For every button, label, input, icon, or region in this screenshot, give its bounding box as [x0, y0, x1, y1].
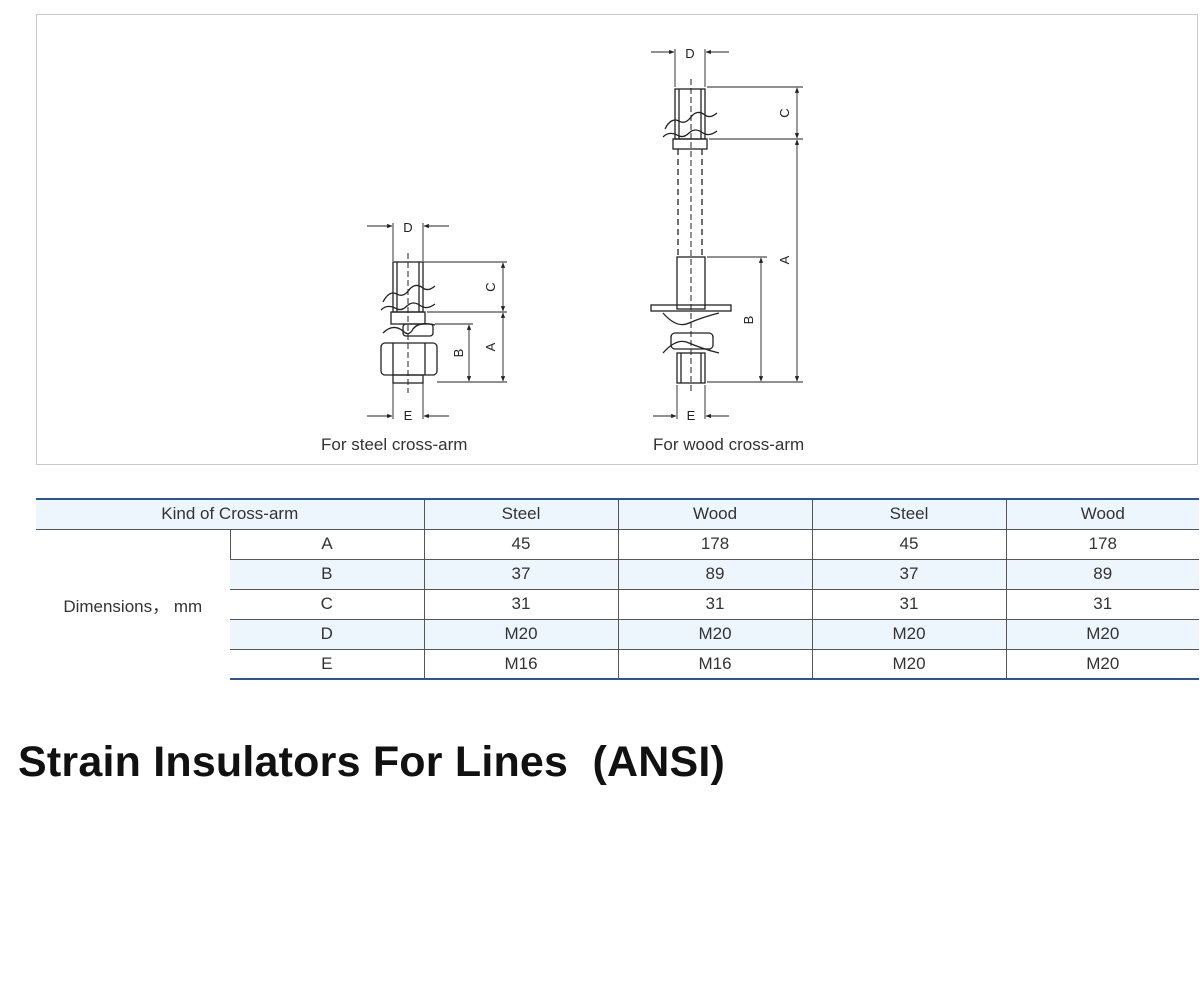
steel-label-a: A [483, 342, 498, 351]
steel-label-b: B [451, 349, 466, 358]
wood-label-c: C [777, 108, 792, 117]
row-key: E [230, 648, 425, 680]
column-header: Steel [811, 498, 1007, 529]
table-row: D M20 M20 M20 M20 [36, 618, 1200, 649]
table-cell: M20 [811, 618, 1007, 649]
table-cell: 178 [617, 528, 813, 559]
table-header-row: Kind of Cross-arm Steel Wood Steel Wood [36, 498, 1200, 529]
wood-label-d: D [685, 46, 694, 61]
column-header: Steel [423, 498, 619, 529]
steel-caption: For steel cross-arm [321, 435, 468, 454]
table-cell: 31 [423, 588, 619, 619]
dimensions-group-label: Dimensions， mm [36, 528, 230, 679]
table-cell: 37 [423, 558, 619, 589]
steel-dimension-labels: D E C A B [403, 220, 498, 423]
table-row: Dimensions， mm A 45 178 45 178 [36, 528, 1200, 679]
table-cell: M20 [423, 618, 619, 649]
table-cell: M20 [811, 648, 1007, 680]
table-row: C 31 31 31 31 [36, 588, 1200, 619]
column-header: Wood [617, 498, 813, 529]
technical-drawing: D E C A B [367, 46, 803, 423]
wood-pin-drawing [650, 79, 732, 393]
wood-dimension-labels: D E C A B [685, 46, 792, 423]
drawing-panel: D E C A B [36, 14, 1198, 465]
table-cell: M16 [423, 648, 619, 680]
wood-caption: For wood cross-arm [653, 435, 805, 454]
steel-dimension-lines [367, 223, 507, 419]
dimensions-table: Kind of Cross-arm Steel Wood Steel Wood … [36, 498, 1200, 680]
table-row: B 37 89 37 89 [36, 558, 1200, 589]
table-cell: 31 [811, 588, 1007, 619]
table-cell: 45 [423, 528, 619, 559]
table-cell: M20 [1005, 648, 1200, 680]
column-header: Wood [1005, 498, 1200, 529]
table-cell: M20 [617, 618, 813, 649]
row-key: D [230, 618, 425, 649]
steel-label-d: D [403, 220, 412, 235]
table-cell: M16 [617, 648, 813, 680]
wood-label-b: B [741, 316, 756, 325]
wood-dimension-lines [651, 49, 803, 419]
steel-label-e: E [404, 408, 413, 423]
steel-pin-drawing [380, 253, 438, 393]
table-cell: M20 [1005, 618, 1200, 649]
table-cell: 178 [1005, 528, 1200, 559]
table-cell: 89 [1005, 558, 1200, 589]
row-key: B [230, 558, 425, 589]
table-cell: 45 [811, 528, 1007, 559]
table-cell: 89 [617, 558, 813, 589]
section-title: Strain Insulators For Lines (ANSI) [18, 738, 726, 786]
table-row: E M16 M16 M20 M20 [36, 648, 1200, 680]
row-key: C [230, 588, 425, 619]
row-key: A [229, 528, 425, 559]
table-cell: 31 [1005, 588, 1200, 619]
table-cell: 37 [811, 558, 1007, 589]
steel-label-c: C [483, 282, 498, 291]
wood-label-a: A [777, 255, 792, 264]
kind-of-cross-arm-header: Kind of Cross-arm [36, 498, 425, 529]
table-cell: 31 [617, 588, 813, 619]
wood-label-e: E [687, 408, 696, 423]
